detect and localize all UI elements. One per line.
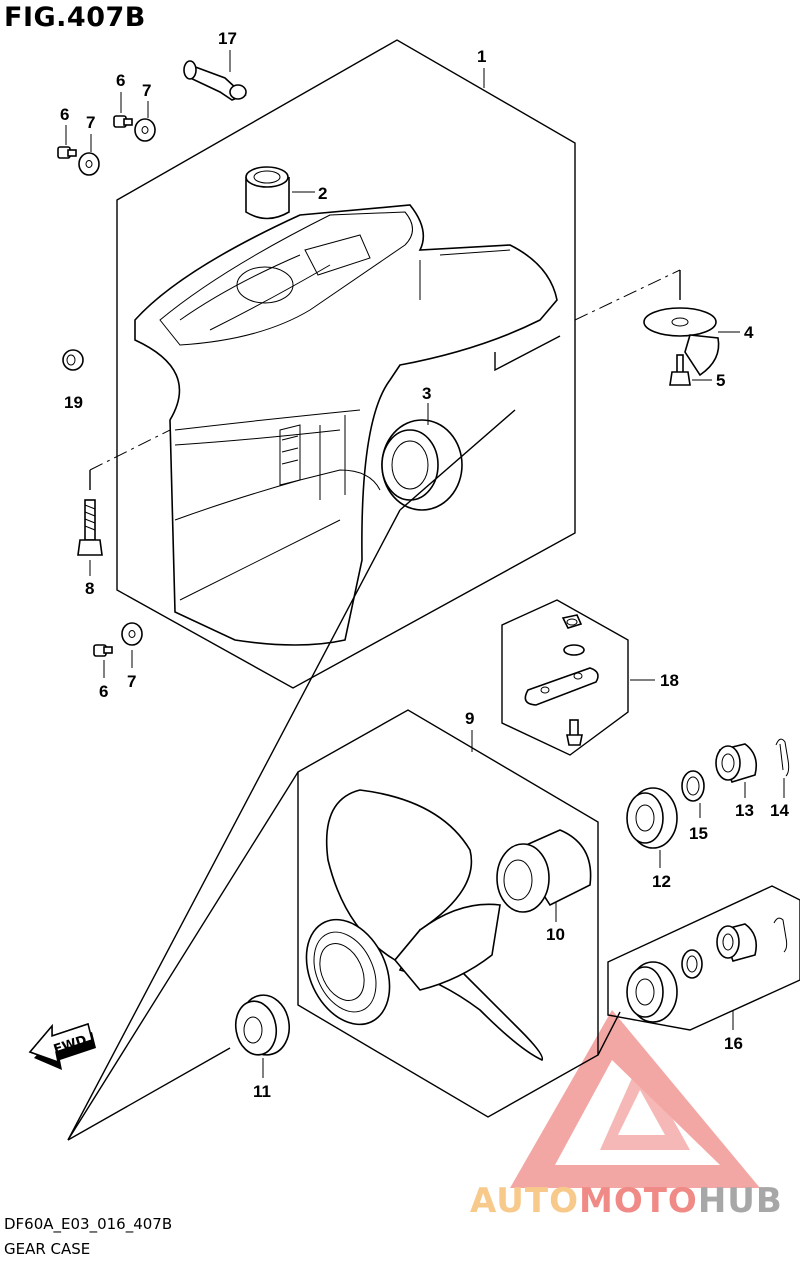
figure-code: DF60A_E03_016_407B <box>4 1215 173 1233</box>
screw-part-6c <box>93 644 113 657</box>
bearing-part-3 <box>381 419 463 511</box>
washer-part-7a <box>78 152 100 176</box>
callout-7b: 7 <box>142 81 151 100</box>
watermark-logo <box>510 1010 760 1188</box>
castle-nut-part-13 <box>715 743 758 783</box>
watermark-hub: HUB <box>698 1181 783 1221</box>
cotter-pin-part-14 <box>775 738 790 777</box>
forward-direction-arrow: FWD <box>28 1023 96 1070</box>
watermark-text: AUTOMOTOHUB <box>470 1181 783 1221</box>
callout-8: 8 <box>85 579 94 598</box>
callout-7a: 7 <box>86 113 95 132</box>
watermark-auto: AUTO <box>470 1181 579 1221</box>
trim-tab-part-4 <box>643 307 720 377</box>
callout-10: 10 <box>546 925 565 944</box>
callout-2: 2 <box>318 184 327 203</box>
kit-box-part-16 <box>607 885 800 1031</box>
callout-15: 15 <box>689 824 708 843</box>
callout-6a: 6 <box>60 105 69 124</box>
callout-3: 3 <box>422 384 431 403</box>
bolt-part-5 <box>669 354 691 386</box>
callout-16: 16 <box>724 1034 743 1053</box>
callout-14: 14 <box>770 801 789 820</box>
kit-box-part-18 <box>501 599 629 756</box>
screw-part-6b <box>113 115 133 128</box>
screw-part-6a <box>57 146 77 159</box>
svg-text:AUTOMOTOHUB: AUTOMOTOHUB <box>470 1181 783 1221</box>
callout-13: 13 <box>735 801 754 820</box>
callout-4: 4 <box>744 323 754 342</box>
callout-9: 9 <box>465 709 474 728</box>
callout-18: 18 <box>660 671 679 690</box>
grommet-part-19 <box>62 349 84 371</box>
callout-7c: 7 <box>127 672 136 691</box>
washer-part-7c <box>121 622 143 646</box>
figure-name: GEAR CASE <box>4 1240 91 1258</box>
watermark-moto: MOTO <box>579 1181 698 1221</box>
callout-11: 11 <box>253 1082 271 1101</box>
callout-12: 12 <box>652 872 671 891</box>
callout-17: 17 <box>218 29 237 48</box>
plug-part-17 <box>183 60 247 101</box>
callout-6b: 6 <box>116 71 125 90</box>
thrust-washer-part-11 <box>234 994 291 1056</box>
bushing-part-2 <box>245 166 290 220</box>
gear-case-housing <box>134 204 558 646</box>
spacer-part-10 <box>496 829 592 913</box>
washer-part-15 <box>681 770 705 802</box>
propeller-part-9 <box>305 789 544 1062</box>
stud-bolt-part-8 <box>77 499 103 556</box>
propeller-box <box>67 409 621 1141</box>
callout-1: 1 <box>477 47 486 66</box>
callout-19: 19 <box>64 393 83 412</box>
figure-title: FIG.407B <box>4 2 146 33</box>
washer-part-7b <box>134 118 156 142</box>
callout-5: 5 <box>716 371 725 390</box>
callout-6c: 6 <box>99 682 108 701</box>
spacer-part-12 <box>626 787 678 849</box>
